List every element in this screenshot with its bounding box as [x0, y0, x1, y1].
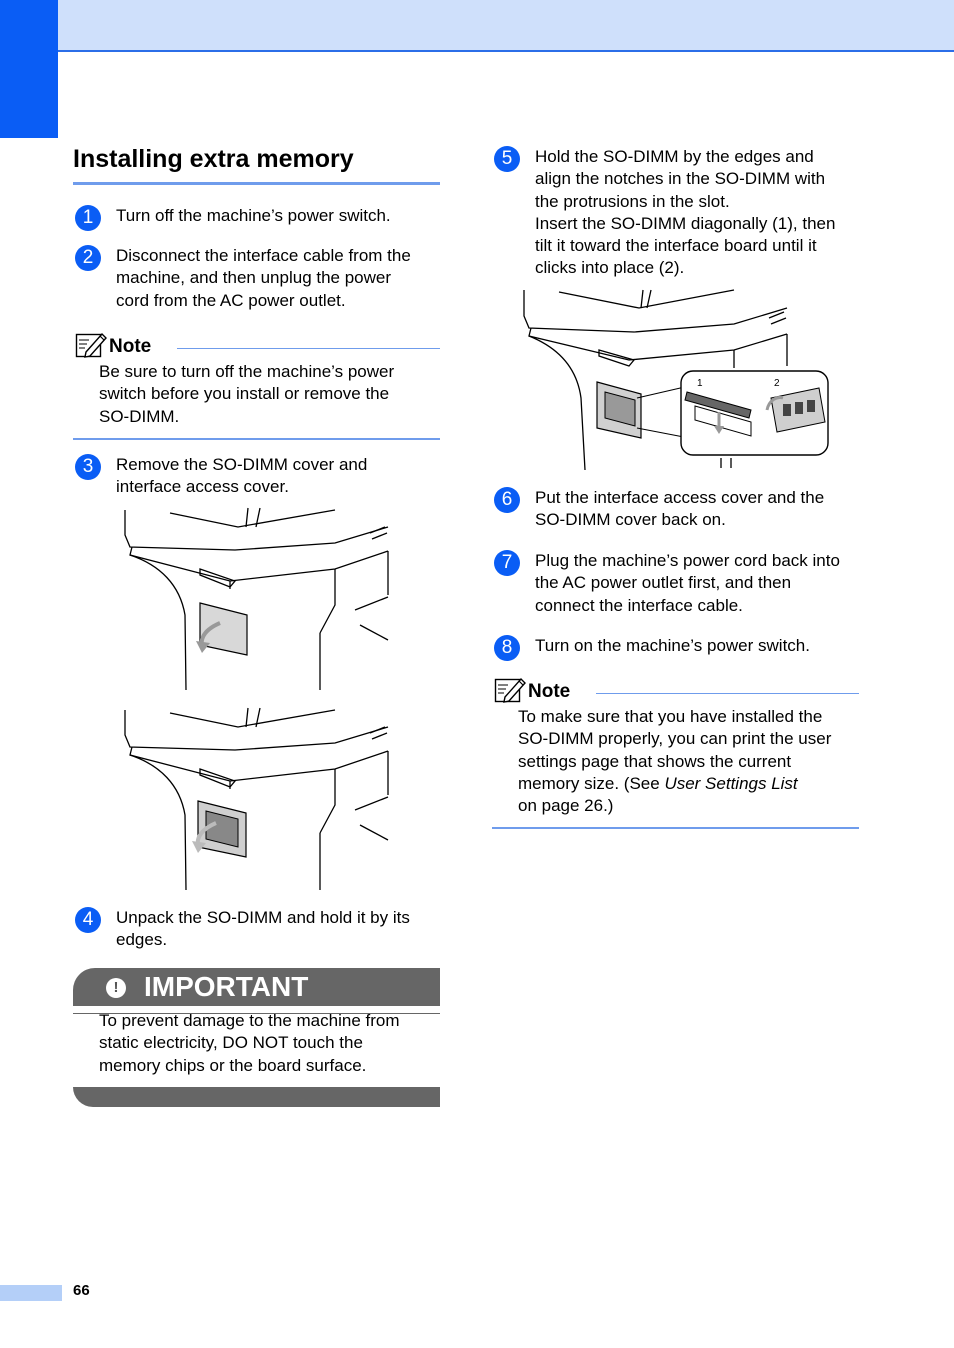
note-box: Note Be sure to turn off the machine’s p…: [73, 331, 440, 440]
note-text-before: To make sure that you have installed the…: [518, 707, 832, 793]
note-text: Be sure to turn off the machine’s power …: [99, 362, 395, 426]
step-text: Unpack the SO-DIMM and hold it by its ed…: [116, 908, 410, 950]
note-bottom-rule: [73, 437, 440, 440]
important-separator: [73, 1013, 440, 1014]
note-bottom-rule: [492, 827, 859, 830]
note-box: Note To make sure that you have installe…: [492, 676, 859, 830]
insert-sodimm-illustration: 1 2: [523, 289, 829, 471]
step-number: 7: [494, 550, 520, 576]
note-header: Note: [492, 676, 859, 706]
step-number: 5: [494, 146, 520, 172]
step-text: Put the interface access cover and the S…: [535, 488, 825, 530]
step-5: 5 Hold the SO-DIMM by the edges and alig…: [494, 146, 866, 280]
remove-interface-cover-illustration: [124, 707, 389, 891]
warning-icon: !: [106, 978, 126, 998]
user-settings-list-reference: User Settings List: [664, 773, 798, 793]
step-text: Turn off the machine’s power switch.: [116, 206, 391, 225]
note-text-after: on page 26.): [518, 796, 614, 816]
note-rule: [177, 348, 440, 349]
note-text: To make sure that you have installed the…: [518, 706, 859, 827]
page-number: 66: [73, 1282, 90, 1299]
step-text: Disconnect the interface cable from the …: [116, 246, 411, 310]
step-2: 2 Disconnect the interface cable from th…: [75, 245, 447, 312]
step-4: 4 Unpack the SO-DIMM and hold it by its …: [75, 907, 447, 952]
note-pencil-icon: [75, 332, 107, 358]
step-number: 6: [494, 487, 520, 513]
note-label: Note: [109, 336, 152, 357]
header-band: [58, 0, 954, 52]
important-title: IMPORTANT: [144, 971, 309, 1002]
important-text: To prevent damage to the machine from st…: [99, 1011, 400, 1075]
page-number-tab: [0, 1285, 62, 1301]
step-number: 4: [75, 907, 101, 933]
note-header: Note: [73, 331, 440, 361]
figure-label-1: 1: [697, 378, 703, 389]
step-text: Plug the machine’s power cord back into …: [535, 551, 840, 615]
step-8: 8 Turn on the machine’s power switch.: [494, 635, 866, 661]
important-header: ! IMPORTANT: [73, 968, 440, 1006]
remove-sodimm-cover-illustration: [124, 507, 389, 691]
step-7: 7 Plug the machine’s power cord back int…: [494, 550, 866, 617]
step-number: 8: [494, 635, 520, 661]
step-3: 3 Remove the SO-DIMM cover and interface…: [75, 454, 447, 499]
step-number: 1: [75, 205, 101, 231]
figure-label-2: 2: [774, 378, 780, 389]
note-label: Note: [528, 681, 571, 702]
important-footer: [73, 1087, 440, 1107]
note-rule: [596, 693, 859, 694]
step-number: 3: [75, 454, 101, 480]
step-text: Turn on the machine’s power switch.: [535, 636, 810, 655]
step-text: Remove the SO-DIMM cover and interface a…: [116, 455, 368, 497]
note-pencil-icon: [494, 677, 526, 703]
chapter-tab: [0, 0, 58, 138]
step-6: 6 Put the interface access cover and the…: [494, 487, 866, 532]
step-number: 2: [75, 245, 101, 271]
step-1: 1 Turn off the machine’s power switch.: [75, 205, 447, 231]
section-title: Installing extra memory: [73, 145, 440, 185]
step-text: Hold the SO-DIMM by the edges and align …: [535, 147, 836, 278]
